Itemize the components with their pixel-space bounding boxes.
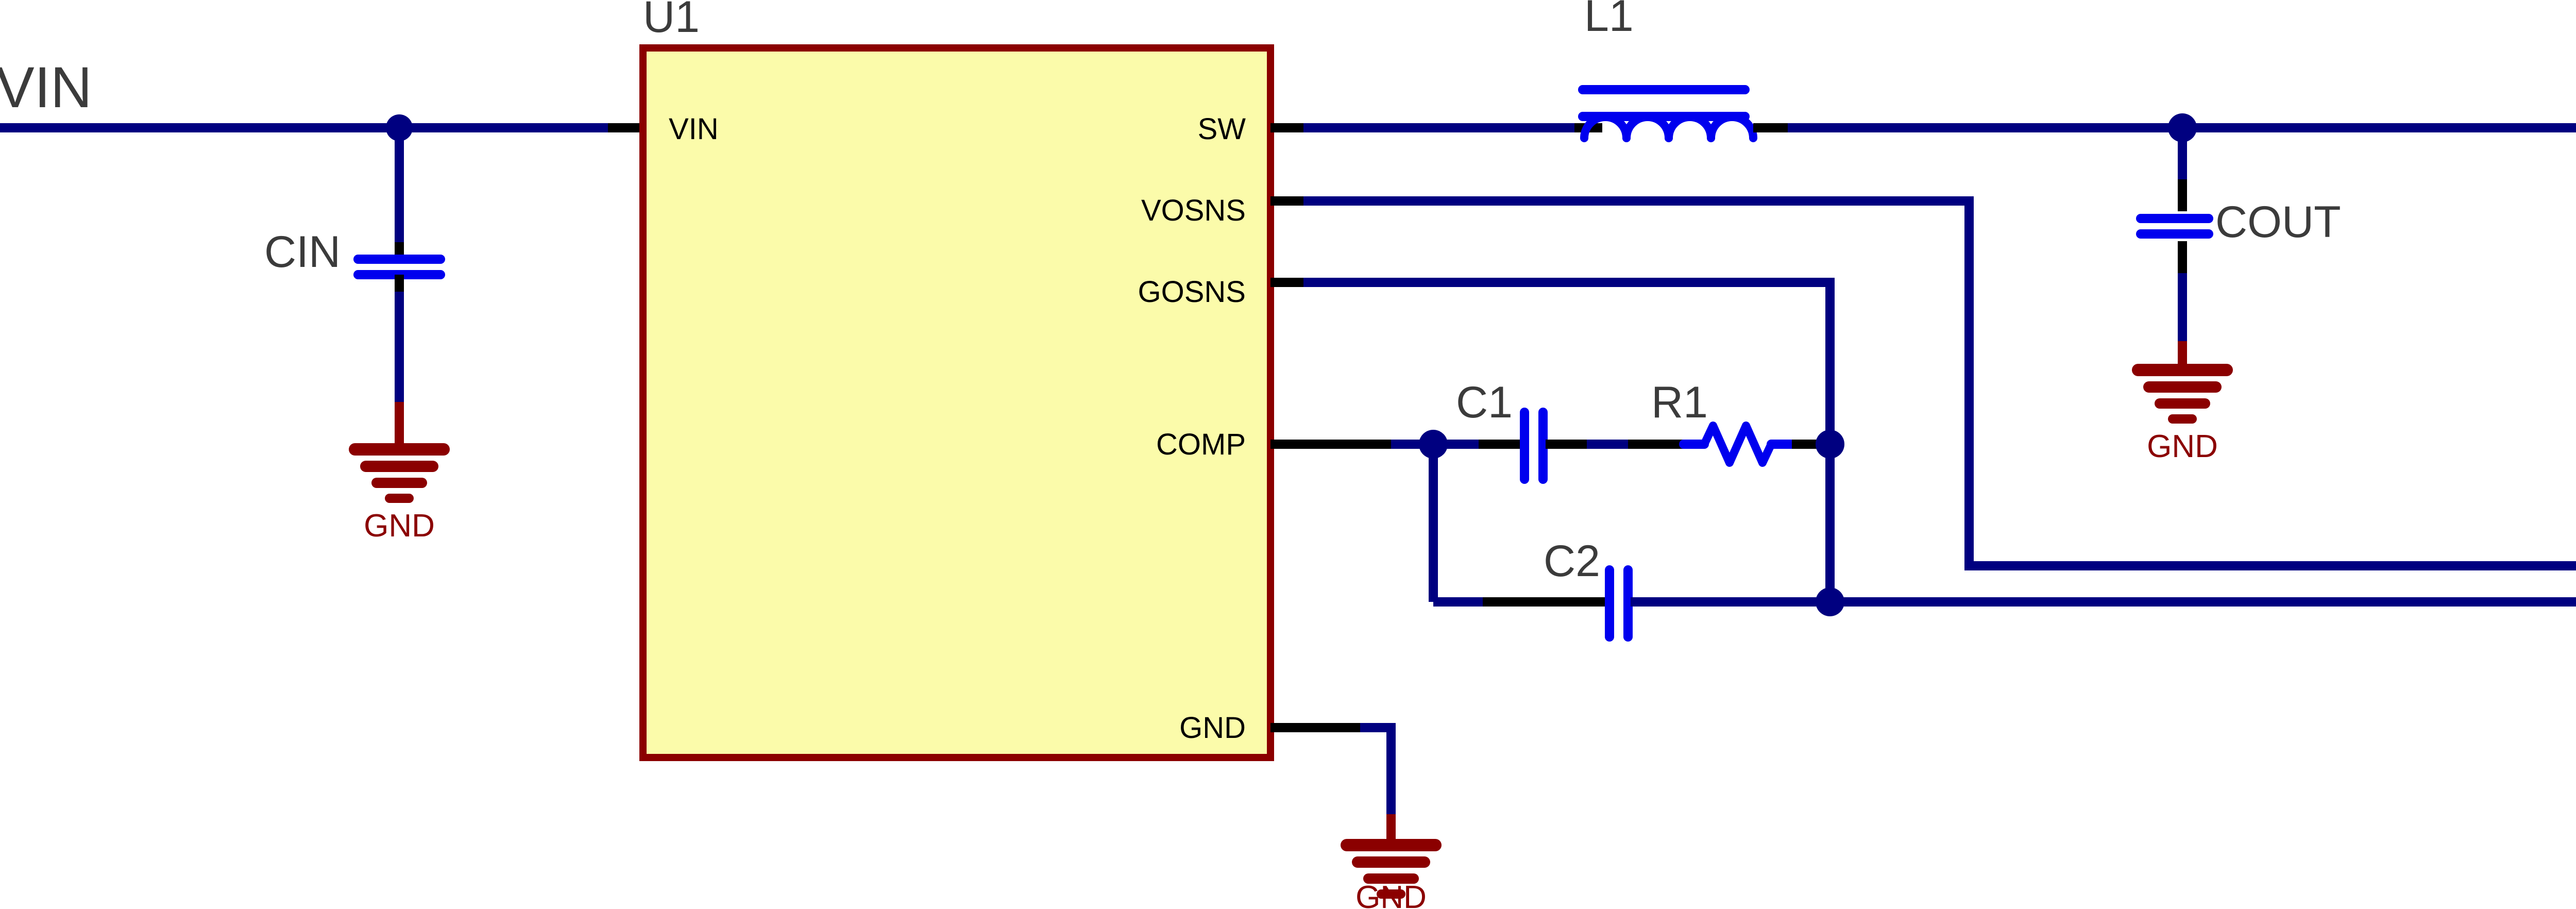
ground-symbol-cin: GND	[349, 443, 450, 544]
ground-symbol-u1: GND	[1341, 839, 1442, 909]
component-l1: L1	[1578, 0, 1788, 142]
component-r1: R1	[1587, 378, 1830, 467]
ic-ref-u1: U1	[643, 0, 700, 42]
net-label-vin: VIN	[0, 55, 92, 120]
net-gosns-return	[1830, 597, 2576, 607]
component-cout: COUT	[2136, 128, 2341, 370]
component-cin: CIN	[264, 128, 445, 449]
component-ref-cin: CIN	[264, 227, 341, 277]
ic-pin-label-gnd: GND	[1179, 711, 1246, 745]
ic-pin-label-gosns: GOSNS	[1138, 275, 1246, 309]
ic-pin-label-comp: COMP	[1156, 428, 1246, 461]
component-ref-cout: COUT	[2215, 197, 2341, 247]
ground-label-u1: GND	[1355, 880, 1427, 909]
ic-pin-label-vin: VIN	[669, 112, 719, 146]
net-gosns	[1270, 278, 1835, 602]
net-u1-gnd	[1270, 723, 1396, 845]
ic-pin-label-sw: SW	[1198, 112, 1246, 146]
component-ref-c2: C2	[1544, 536, 1600, 586]
ic-u1: U1 VIN SW VOSNS GOSNS COMP GND	[639, 0, 1274, 761]
component-ref-l1: L1	[1584, 0, 1634, 41]
component-ref-c1: C1	[1456, 378, 1513, 427]
component-c1: C1	[1433, 378, 1587, 484]
component-c2: C2	[1429, 444, 1830, 642]
ground-label-cin: GND	[364, 508, 435, 544]
ground-symbol-cout: GND	[2132, 364, 2233, 464]
ground-label-cout: GND	[2147, 429, 2218, 464]
junction-dot-r1-gosns	[1816, 430, 1844, 459]
component-ref-r1: R1	[1651, 378, 1708, 427]
net-vosns	[1270, 196, 2576, 570]
ic-pin-label-vosns: VOSNS	[1141, 194, 1246, 227]
